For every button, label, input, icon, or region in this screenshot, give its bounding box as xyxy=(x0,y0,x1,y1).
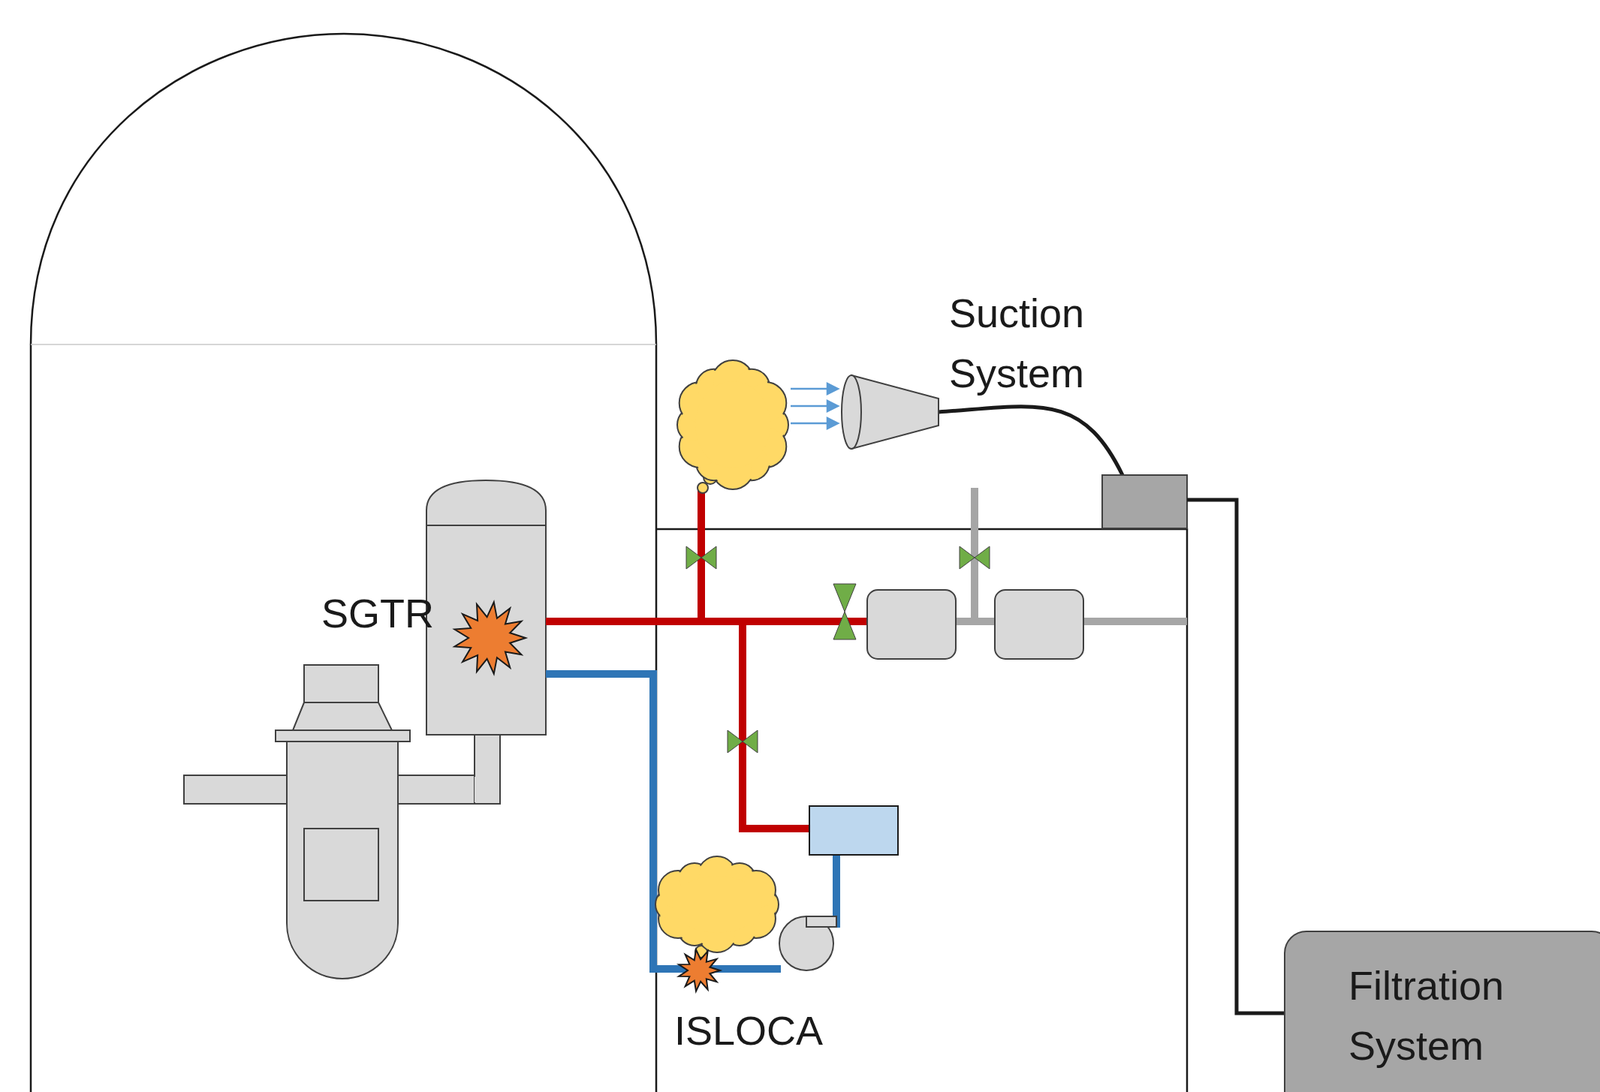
spring-line xyxy=(30,343,657,346)
release-cloud xyxy=(655,360,789,959)
suction-hose xyxy=(938,406,1123,476)
auxiliary-building xyxy=(656,529,1188,1092)
rupture-burst xyxy=(454,602,721,992)
steam-generator xyxy=(426,480,546,736)
steam-line xyxy=(545,489,868,829)
suction-funnel xyxy=(841,375,939,449)
pipe-joint xyxy=(474,777,499,803)
box-text: Filtration System xyxy=(1348,955,1567,1076)
suction-arrows xyxy=(790,383,838,429)
filter-box: Filtration System xyxy=(1283,931,1600,1092)
suction-unit xyxy=(1102,475,1188,529)
valve xyxy=(686,546,990,754)
tank xyxy=(809,806,898,856)
containment-outline xyxy=(30,33,657,1092)
part-label: SGTR xyxy=(321,583,442,644)
duct xyxy=(1187,500,1286,1014)
pump xyxy=(779,916,837,971)
part-label: Suction System xyxy=(949,283,1145,404)
part-label: ISLOCA xyxy=(674,1000,855,1061)
